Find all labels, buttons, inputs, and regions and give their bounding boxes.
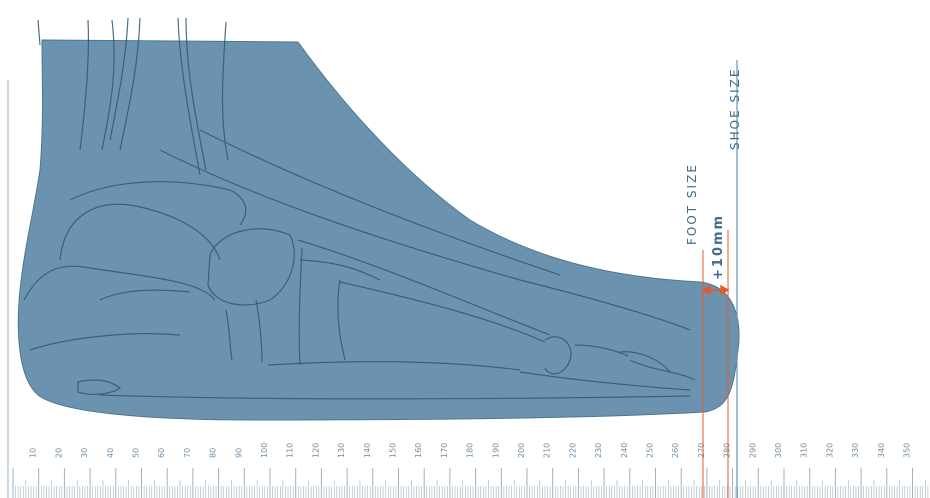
ruler-label: 220 <box>568 443 577 458</box>
ruler-label: 120 <box>311 443 320 458</box>
foot-silhouette <box>18 40 739 420</box>
ruler-label: 160 <box>414 443 423 458</box>
ruler-label: 130 <box>337 443 346 458</box>
ruler-label: 190 <box>491 443 500 458</box>
ruler-label: 310 <box>800 443 809 458</box>
ruler-label: 40 <box>106 448 115 458</box>
allowance-label: +10mm <box>711 214 726 280</box>
foot-size-label: FOOT SIZE <box>685 163 699 245</box>
ruler-label: 200 <box>517 443 526 458</box>
ruler-label: 340 <box>877 443 886 458</box>
ruler-label: 70 <box>183 448 192 458</box>
ruler-label: 100 <box>260 443 269 458</box>
ruler-label: 80 <box>209 448 218 458</box>
ruler-label: 270 <box>697 443 706 458</box>
ruler-label: 150 <box>389 443 398 458</box>
ruler-label: 180 <box>466 443 475 458</box>
ruler-label: 140 <box>363 443 372 458</box>
ruler-label: 350 <box>903 443 912 458</box>
ruler-label: 280 <box>723 443 732 458</box>
ruler-label: 20 <box>54 448 63 458</box>
ruler-label: 240 <box>620 443 629 458</box>
ruler-label: 10 <box>29 448 38 458</box>
ruler-label: 110 <box>286 443 295 458</box>
ruler-label: 30 <box>80 448 89 458</box>
ruler-label: 330 <box>851 443 860 458</box>
ruler-label: 230 <box>594 443 603 458</box>
ruler-label: 50 <box>132 448 141 458</box>
ruler-label: 60 <box>157 448 166 458</box>
ruler-label: 260 <box>671 443 680 458</box>
ruler-label: 170 <box>440 443 449 458</box>
ruler-label: 210 <box>543 443 552 458</box>
ruler-label: 300 <box>774 443 783 458</box>
ruler-label: 250 <box>646 443 655 458</box>
measurement-ruler: 10 20 30 40 50 60 70 80 90 100 110 120 130 140 150 160 1… <box>13 443 928 498</box>
shoe-size-label: SHOE SIZE <box>728 68 742 150</box>
ruler-label: 90 <box>234 448 243 458</box>
ruler-label: 290 <box>748 443 757 458</box>
ruler-label: 320 <box>825 443 834 458</box>
